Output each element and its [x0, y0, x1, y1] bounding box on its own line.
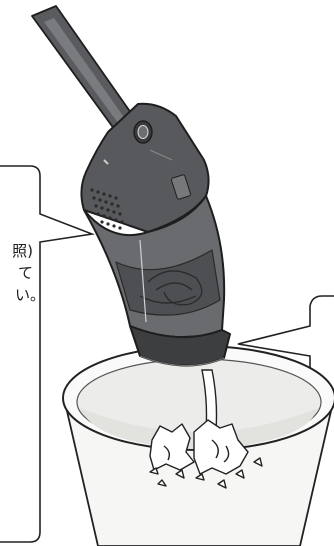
callout-text-line-3: い。: [15, 285, 45, 305]
callout-text-line-1: 照): [12, 241, 33, 261]
handheld-vacuum-icon: [32, 6, 230, 366]
power-button-icon: [134, 121, 152, 143]
callout-box-left: [0, 166, 92, 542]
callout-text-line-2: て: [18, 263, 33, 283]
